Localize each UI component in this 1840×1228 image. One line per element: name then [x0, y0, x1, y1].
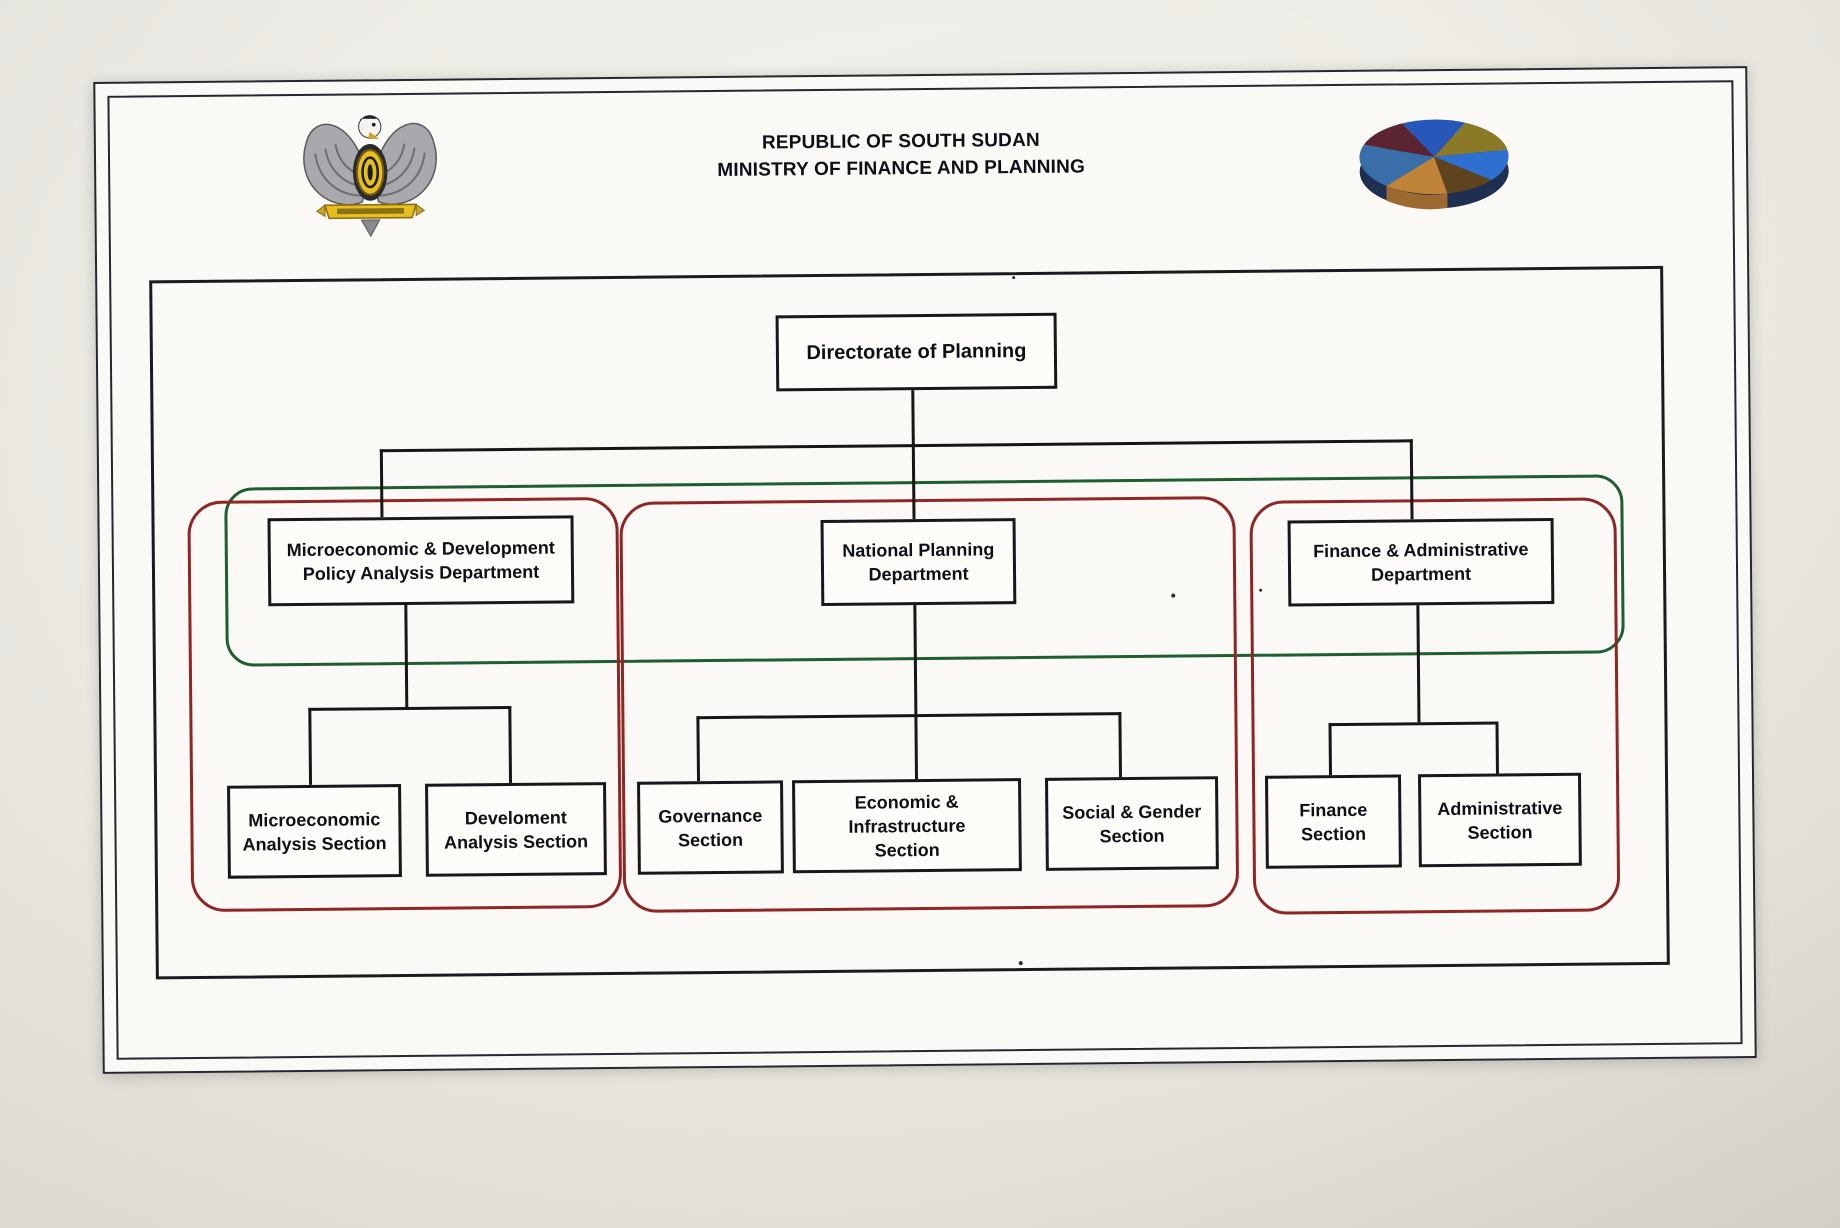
south-sudan-coat-of-arms-icon: [293, 97, 446, 240]
section-label-line: Social & Gender: [1062, 800, 1202, 823]
root-box-directorate-of-planning: Directorate of Planning: [775, 312, 1058, 392]
dept-label-line: Policy Analysis Department: [302, 561, 540, 584]
section-box-economic-infrastructure: Economic & Infrastructure Section: [792, 778, 1022, 874]
connector-drop-left-dept: [379, 449, 384, 518]
connector-root-down: [911, 384, 916, 520]
connector-drop-sec-7: [1495, 721, 1499, 774]
department-box-finance-admin: Finance & Administrative Department: [1287, 517, 1555, 607]
section-label-line: Microeconomic: [248, 808, 381, 831]
dept-label-line: National Planning: [842, 539, 995, 561]
root-label: Directorate of Planning: [806, 340, 1027, 365]
connector-drop-right-dept: [1409, 439, 1414, 520]
section-label-line: Develoment: [464, 806, 567, 828]
scan-speck: [1012, 276, 1016, 280]
section-label-line: Section: [1300, 823, 1367, 844]
section-label-line: Section: [1467, 821, 1533, 843]
section-label-line: Section: [874, 839, 940, 860]
connector-drop-sec-4: [914, 714, 919, 780]
section-label-line: Governance: [658, 805, 763, 827]
section-label-line: Administrative: [1437, 797, 1563, 819]
dept-label-line: Department: [1370, 563, 1472, 585]
connector-drop-sec-3: [696, 716, 701, 782]
connector-bus-top: [379, 439, 1413, 453]
section-box-develoment-analysis: Develoment Analysis Section: [425, 782, 607, 877]
section-label-line: Analysis Section: [242, 832, 387, 855]
department-box-national-planning: National Planning Department: [820, 518, 1017, 606]
section-label-line: Section: [677, 829, 744, 850]
org-chart-frame: Directorate of Planning Microeconomic & …: [149, 265, 1670, 980]
scan-speck: [1018, 961, 1023, 966]
document-title: REPUBLIC OF SOUTH SUDAN MINISTRY OF FINA…: [551, 125, 1251, 186]
dept-label-line: Finance & Administrative: [1313, 539, 1529, 562]
section-box-administrative: Administrative Section: [1417, 772, 1582, 868]
section-box-social-gender: Social & Gender Section: [1045, 776, 1219, 871]
scanned-page: REPUBLIC OF SOUTH SUDAN MINISTRY OF FINA…: [93, 66, 1757, 1074]
connector-drop-sec-5: [1118, 712, 1122, 778]
section-label-line: Analysis Section: [443, 830, 589, 853]
department-box-microeconomic: Microeconomic & Development Policy Analy…: [267, 515, 575, 607]
scan-speck: [1259, 588, 1263, 592]
section-box-governance: Governance Section: [637, 780, 784, 875]
section-label-line: Finance: [1299, 799, 1368, 820]
section-label-line: Economic & Infrastructure: [848, 791, 966, 837]
section-box-finance: Finance Section: [1264, 774, 1402, 869]
dept-label-line: Microeconomic & Development: [286, 537, 555, 561]
section-label-line: Section: [1099, 825, 1165, 846]
scan-speck: [1171, 593, 1176, 598]
section-box-microeconomic-analysis: Microeconomic Analysis Section: [227, 784, 402, 879]
dept-label-line: Department: [868, 563, 969, 585]
connector-drop-sec-6: [1328, 723, 1332, 776]
pie-chart-logo-icon: [1346, 112, 1523, 218]
